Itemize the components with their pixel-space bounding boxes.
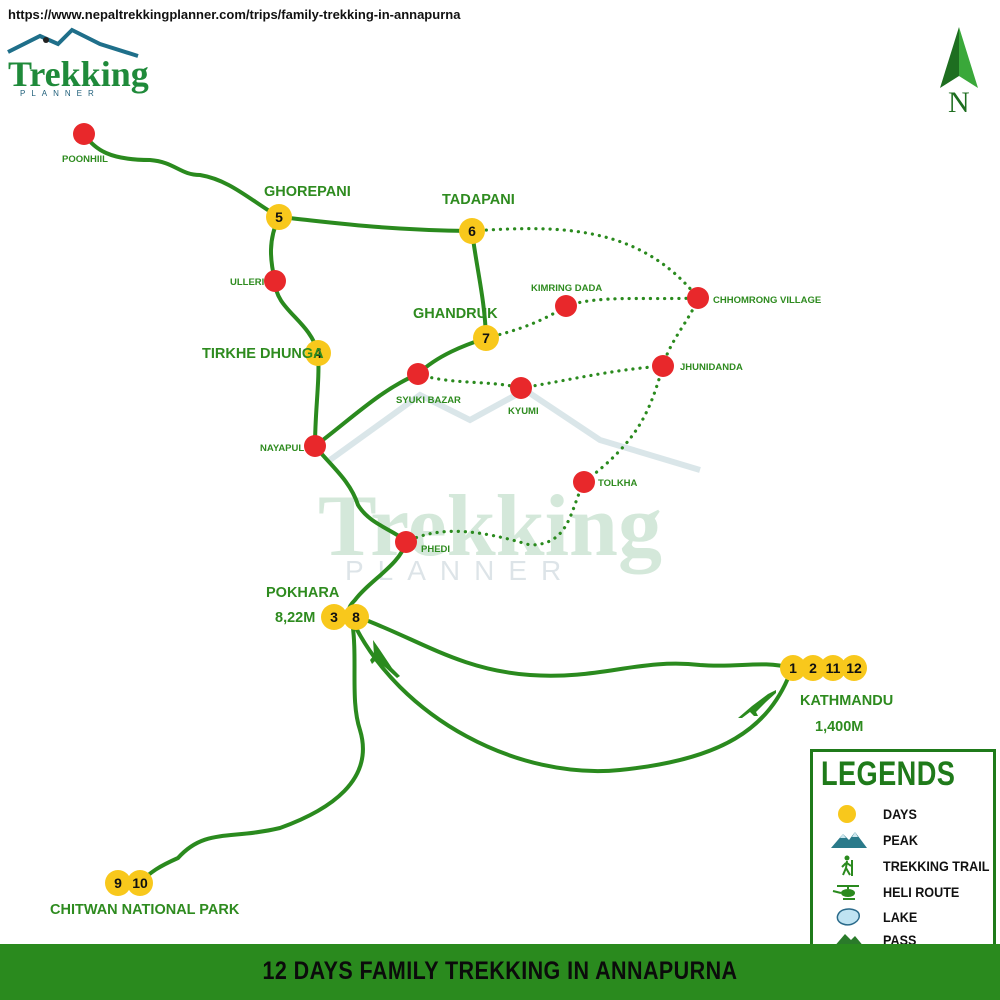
compass-north-label: N <box>948 86 970 119</box>
logo-text: Trekking <box>8 54 149 94</box>
chhomrong-marker <box>687 287 709 309</box>
svg-text:10: 10 <box>132 875 148 891</box>
legend-item-days: DAYS <box>813 802 993 826</box>
day-marker-chitwan-9: 9 <box>105 870 131 896</box>
plane-icon-pokhara <box>370 640 400 678</box>
helicopter-icon <box>832 885 859 900</box>
svg-text:9: 9 <box>114 875 122 891</box>
day-marker-pokhara-3: 3 <box>321 604 347 630</box>
plane-icon-kathmandu <box>738 690 776 718</box>
svg-text:7: 7 <box>482 330 490 346</box>
nayapul-marker <box>304 435 326 457</box>
legend-label-heli: HELI ROUTE <box>883 884 960 900</box>
compass: N <box>940 27 978 119</box>
day-marker-tirkhe-dhunga: 4 <box>305 340 331 366</box>
svg-text:11: 11 <box>826 660 841 676</box>
legend-item-trail: TREKKING TRAIL <box>813 854 993 878</box>
watermark-main: Trekking <box>318 478 662 575</box>
hiker-icon <box>841 855 853 876</box>
day-marker-kathmandu-2: 2 <box>800 655 826 681</box>
label-tadapani: TADAPANI <box>442 192 515 208</box>
day-circle-icon <box>838 805 856 823</box>
day-marker-kathmandu-11: 11 <box>820 655 846 681</box>
phedi-marker <box>395 531 417 553</box>
svg-text:12: 12 <box>846 660 862 676</box>
legend-label-days: DAYS <box>883 806 917 822</box>
day-markers: 5 6 7 4 3 8 1 2 11 12 9 10 <box>105 204 867 896</box>
label-nayapul: NAYAPUL <box>260 443 304 454</box>
legend-title: LEGENDS <box>821 755 956 793</box>
flight-icons <box>370 640 776 718</box>
watermark: Trekking PLANNER <box>318 386 701 586</box>
lake-icon <box>836 908 860 926</box>
label-poonhill: POONHIIL <box>62 154 108 165</box>
svg-text:4: 4 <box>314 345 322 361</box>
tolkha-marker <box>573 471 595 493</box>
label-ghandruk: GHANDRUK <box>413 306 498 322</box>
day-marker-kathmandu-12: 12 <box>841 655 867 681</box>
legend-label-lake: LAKE <box>883 909 918 925</box>
legend-label-trail: TREKKING TRAIL <box>883 858 990 874</box>
place-labels: POONHIIL GHOREPANI TADAPANI ULLERI KIMRI… <box>50 154 893 918</box>
label-chitwan: CHITWAN NATIONAL PARK <box>50 902 240 918</box>
label-phedi: PHEDI <box>421 544 450 555</box>
title-banner: 12 DAYS FAMILY TREKKING IN ANNAPURNA <box>0 944 1000 1000</box>
legend-item-lake: LAKE <box>813 905 993 929</box>
label-pokhara-altitude: 8,22M <box>275 610 315 626</box>
stop-markers <box>73 123 709 553</box>
label-syuki-bazar: SYUKI BAZAR <box>396 395 461 406</box>
svg-text:2: 2 <box>809 660 817 676</box>
label-kathmandu: KATHMANDU <box>800 693 893 709</box>
logo-subtext: PLANNER <box>20 89 100 98</box>
day-marker-chitwan-10: 10 <box>127 870 153 896</box>
watermark-sub: PLANNER <box>345 555 575 586</box>
legend-label-peak: PEAK <box>883 832 919 848</box>
poonhill-marker <box>73 123 95 145</box>
svg-text:5: 5 <box>275 209 283 225</box>
label-tolkha: TOLKHA <box>598 478 638 489</box>
label-kathmandu-altitude: 1,400M <box>815 719 863 735</box>
label-kyumi: KYUMI <box>508 406 539 417</box>
kimring-dada-marker <box>555 295 577 317</box>
legend-item-peak: PEAK <box>813 828 993 852</box>
ulleri-marker <box>264 270 286 292</box>
label-chhomrong: CHHOMRONG VILLAGE <box>713 295 821 306</box>
label-ghorepani: GHOREPANI <box>264 184 351 200</box>
svg-text:1: 1 <box>789 660 797 676</box>
peak-icon <box>831 832 867 848</box>
legend-box: LEGENDS DAYS PEAK TREKKING TRAIL HELI RO… <box>810 749 996 948</box>
label-jhunidanda: JHUNIDANDA <box>680 362 743 373</box>
day-marker-pokhara-8: 8 <box>343 604 369 630</box>
trekking-planner-logo: Trekking PLANNER <box>7 27 149 98</box>
label-pokhara: POKHARA <box>266 585 340 601</box>
label-ulleri: ULLERI <box>230 277 264 288</box>
page-url: https://www.nepaltrekkingplanner.com/tri… <box>8 7 461 22</box>
svg-text:3: 3 <box>330 609 338 625</box>
syuki-bazar-marker <box>407 363 429 385</box>
map-title: 12 DAYS FAMILY TREKKING IN ANNAPURNA <box>262 957 738 985</box>
legend-item-heli: HELI ROUTE <box>813 880 993 904</box>
svg-text:8: 8 <box>352 609 360 625</box>
label-kimring-dada: KIMRING DADA <box>531 283 602 294</box>
jhunidanda-marker <box>652 355 674 377</box>
kyumi-marker <box>510 377 532 399</box>
day-marker-ghorepani: 5 <box>266 204 292 230</box>
day-marker-tadapani: 6 <box>459 218 485 244</box>
day-marker-ghandruk: 7 <box>473 325 499 351</box>
svg-text:6: 6 <box>468 223 476 239</box>
label-tirkhe-dhunga: TIRKHE DHUNGA <box>202 346 324 362</box>
day-marker-kathmandu-1: 1 <box>780 655 806 681</box>
